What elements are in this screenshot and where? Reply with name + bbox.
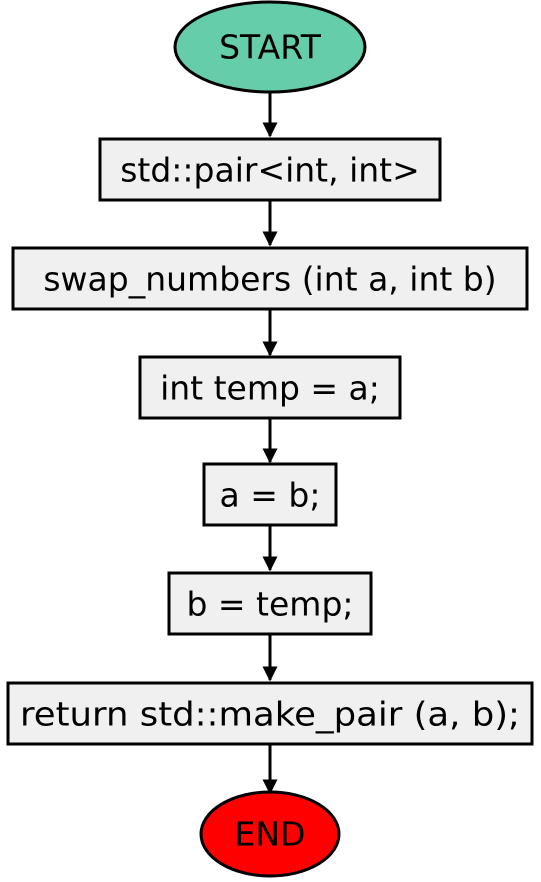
step-3-box [138, 355, 402, 420]
start-ellipse [173, 0, 367, 94]
step-1-label: std::pair<int, int> [120, 151, 420, 190]
step-5-label: b = temp; [186, 585, 353, 624]
step-5-box [167, 571, 373, 636]
step-2-label: swap_numbers (int a, int b) [43, 260, 496, 299]
end-ellipse [199, 790, 341, 878]
step-4-box [202, 462, 338, 527]
process-step-2: swap_numbers (int a, int b) [11, 246, 529, 311]
step-3-label: int temp = a; [160, 369, 380, 408]
step-6-box [6, 681, 534, 746]
end-label: END [235, 815, 306, 854]
step-1-box [98, 137, 442, 202]
process-step-3: int temp = a; [138, 355, 402, 420]
process-step-6: return std::make_pair (a, b); [6, 681, 534, 746]
end-terminal: END [199, 790, 341, 878]
process-step-4: a = b; [202, 462, 338, 527]
step-4-label: a = b; [220, 476, 321, 515]
process-step-1: std::pair<int, int> [98, 137, 442, 202]
start-label: START [219, 28, 322, 67]
step-2-box [11, 246, 529, 311]
start-terminal: START [173, 0, 367, 94]
step-6-label: return std::make_pair (a, b); [20, 695, 520, 734]
process-step-5: b = temp; [167, 571, 373, 636]
